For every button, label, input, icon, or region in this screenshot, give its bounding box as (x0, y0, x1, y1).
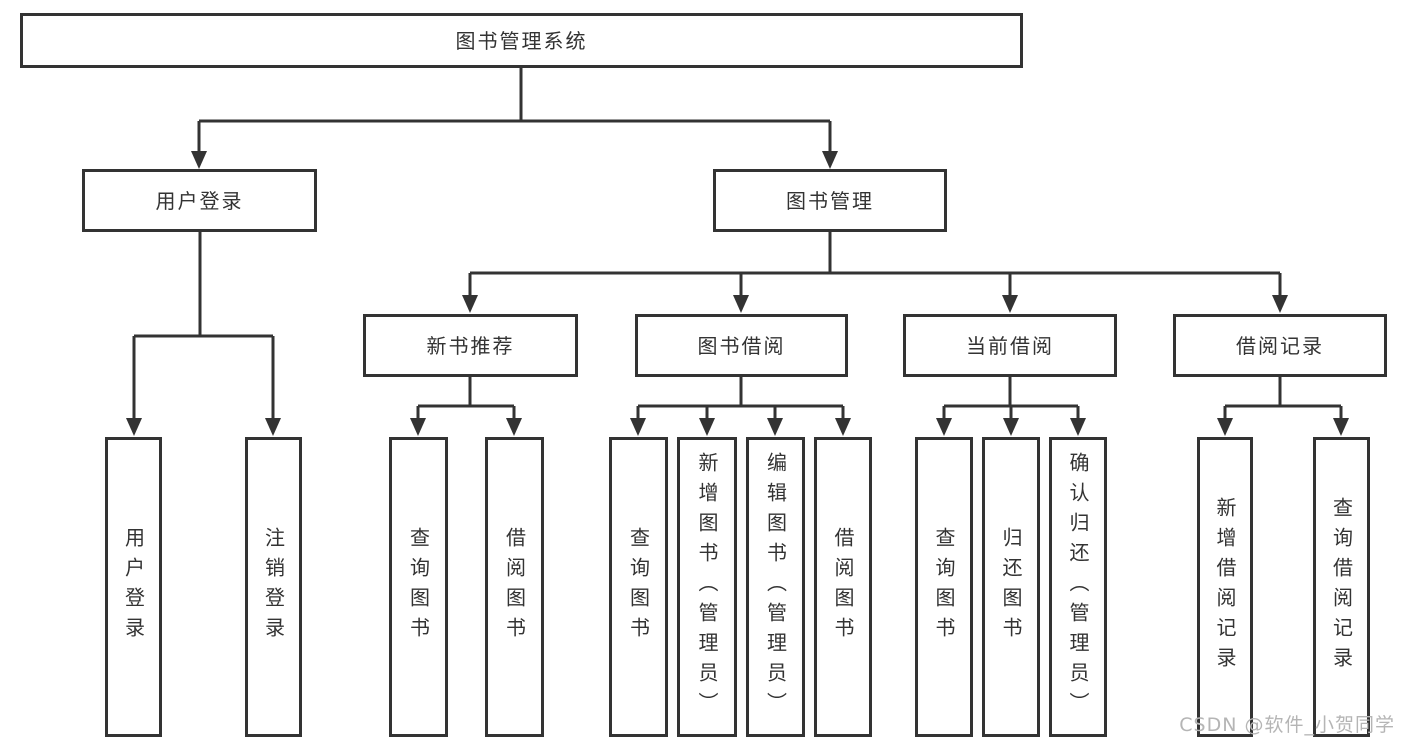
node-label: 用户登录 (121, 527, 146, 647)
node-label: 图书管理系统 (455, 28, 588, 53)
node-label: 新增借阅记录 (1213, 497, 1237, 677)
node-label: 当前借阅 (966, 333, 1054, 358)
node-user-login-branch: 用户登录 (82, 169, 317, 232)
leaf-add-books-admin: 新增图书（管理员） (677, 437, 737, 737)
leaf-query-books-3: 查询图书 (915, 437, 973, 737)
arrowheads (126, 151, 1349, 436)
node-borrowing-records: 借阅记录 (1173, 314, 1387, 377)
leaf-logout: 注销登录 (245, 437, 302, 737)
node-library-management-system: 图书管理系统 (20, 13, 1023, 68)
node-label: 注销登录 (261, 527, 286, 647)
node-label: 确认归还（管理员） (1066, 452, 1090, 722)
node-current-borrowing: 当前借阅 (903, 314, 1117, 377)
node-label: 查询图书 (626, 527, 651, 647)
node-label: 用户登录 (155, 188, 244, 213)
node-label: 新书推荐 (426, 333, 515, 358)
watermark: CSDN @软件_小贺同学 (1179, 714, 1395, 736)
leaf-confirm-return-admin: 确认归还（管理员） (1049, 437, 1107, 737)
leaf-query-books-2: 查询图书 (609, 437, 668, 737)
leaf-query-books-1: 查询图书 (389, 437, 448, 737)
node-label: 借阅图书 (831, 527, 855, 647)
leaf-borrow-books-2: 借阅图书 (814, 437, 872, 737)
node-label: 图书借阅 (697, 333, 786, 358)
node-book-borrowing: 图书借阅 (635, 314, 848, 377)
leaf-query-borrow-record: 查询借阅记录 (1313, 437, 1370, 737)
node-label: 编辑图书（管理员） (763, 452, 788, 722)
node-label: 查询图书 (932, 527, 956, 647)
node-book-management-branch: 图书管理 (713, 169, 947, 232)
leaf-user-login: 用户登录 (105, 437, 162, 737)
node-label: 借阅图书 (502, 527, 527, 647)
node-label: 归还图书 (999, 527, 1023, 647)
leaf-return-books: 归还图书 (982, 437, 1040, 737)
leaf-borrow-books-1: 借阅图书 (485, 437, 544, 737)
node-label: 查询借阅记录 (1329, 497, 1354, 677)
node-label: 图书管理 (786, 188, 874, 213)
node-label: 查询图书 (406, 527, 431, 647)
node-new-book-recommendation: 新书推荐 (363, 314, 578, 377)
leaf-edit-books-admin: 编辑图书（管理员） (746, 437, 805, 737)
node-label: 新增图书（管理员） (695, 452, 719, 722)
node-label: 借阅记录 (1236, 333, 1324, 358)
leaf-add-borrow-record: 新增借阅记录 (1197, 437, 1253, 737)
